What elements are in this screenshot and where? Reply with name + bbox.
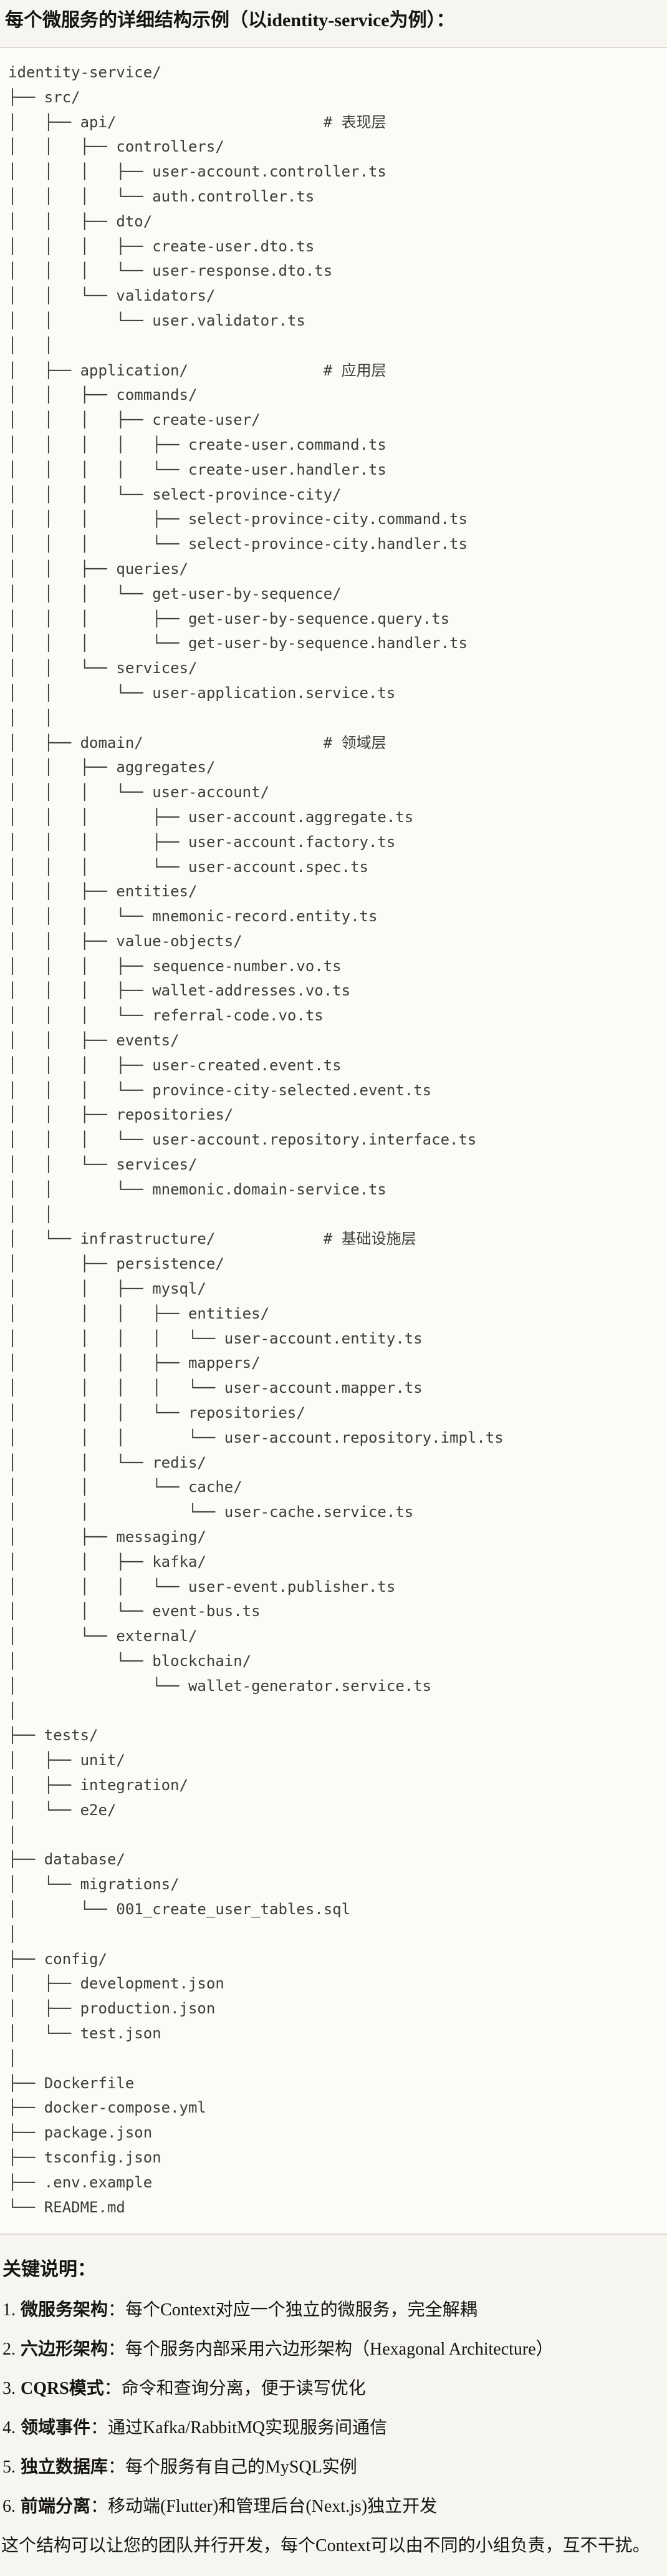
note-item: 3.CQRS模式：命令和查询分离，便于读写优化 (2, 2376, 662, 2401)
code-block: identity-service/ ├── src/ │ ├── api/ # … (0, 47, 667, 2235)
note-item: 6.前端分离：移动端(Flutter)和管理后台(Next.js)独立开发 (2, 2494, 662, 2519)
notes-heading: 关键说明： (2, 2259, 96, 2280)
note-number: 6. (2, 2497, 16, 2517)
note-item: 2.六边形架构：每个服务内部采用六边形架构（Hexagonal Architec… (2, 2336, 662, 2362)
note-number: 3. (2, 2379, 16, 2399)
note-number: 2. (2, 2340, 16, 2360)
notes-list: 1.微服务架构：每个Context对应一个独立的微服务，完全解耦 2.六边形架构… (0, 2297, 667, 2519)
file-tree: identity-service/ ├── src/ │ ├── api/ # … (8, 64, 504, 2216)
note-text: ：通过Kafka/RabbitMQ实现服务间通信 (90, 2418, 387, 2438)
note-text: ：每个服务有自己的MySQL实例 (108, 2457, 357, 2477)
note-text: ：移动端(Flutter)和管理后台(Next.js)独立开发 (90, 2497, 438, 2517)
note-number: 5. (2, 2457, 16, 2477)
document-page: 每个微服务的详细结构示例（以identity-service为例）： ident… (0, 8, 667, 2559)
note-label: 前端分离 (21, 2497, 91, 2517)
note-item: 4.领域事件：通过Kafka/RabbitMQ实现服务间通信 (2, 2415, 662, 2441)
note-text: ：每个Context对应一个独立的微服务，完全解耦 (108, 2300, 477, 2320)
note-label: 独立数据库 (21, 2457, 108, 2477)
note-number: 1. (2, 2300, 16, 2320)
note-item: 5.独立数据库：每个服务有自己的MySQL实例 (2, 2454, 662, 2480)
note-label: CQRS模式 (21, 2379, 104, 2399)
note-label: 六边形架构 (21, 2340, 108, 2360)
note-label: 领域事件 (21, 2418, 91, 2438)
note-label: 微服务架构 (21, 2300, 108, 2320)
note-item: 1.微服务架构：每个Context对应一个独立的微服务，完全解耦 (2, 2297, 662, 2323)
note-text: ：命令和查询分离，便于读写优化 (103, 2379, 366, 2399)
note-text: ：每个服务内部采用六边形架构（Hexagonal Architecture） (108, 2340, 554, 2360)
note-number: 4. (2, 2418, 16, 2438)
closing-paragraph: 这个结构可以让您的团队并行开发，每个Context可以由不同的小组负责，互不干扰… (1, 2536, 650, 2556)
page-title: 每个微服务的详细结构示例（以identity-service为例）： (5, 10, 455, 31)
